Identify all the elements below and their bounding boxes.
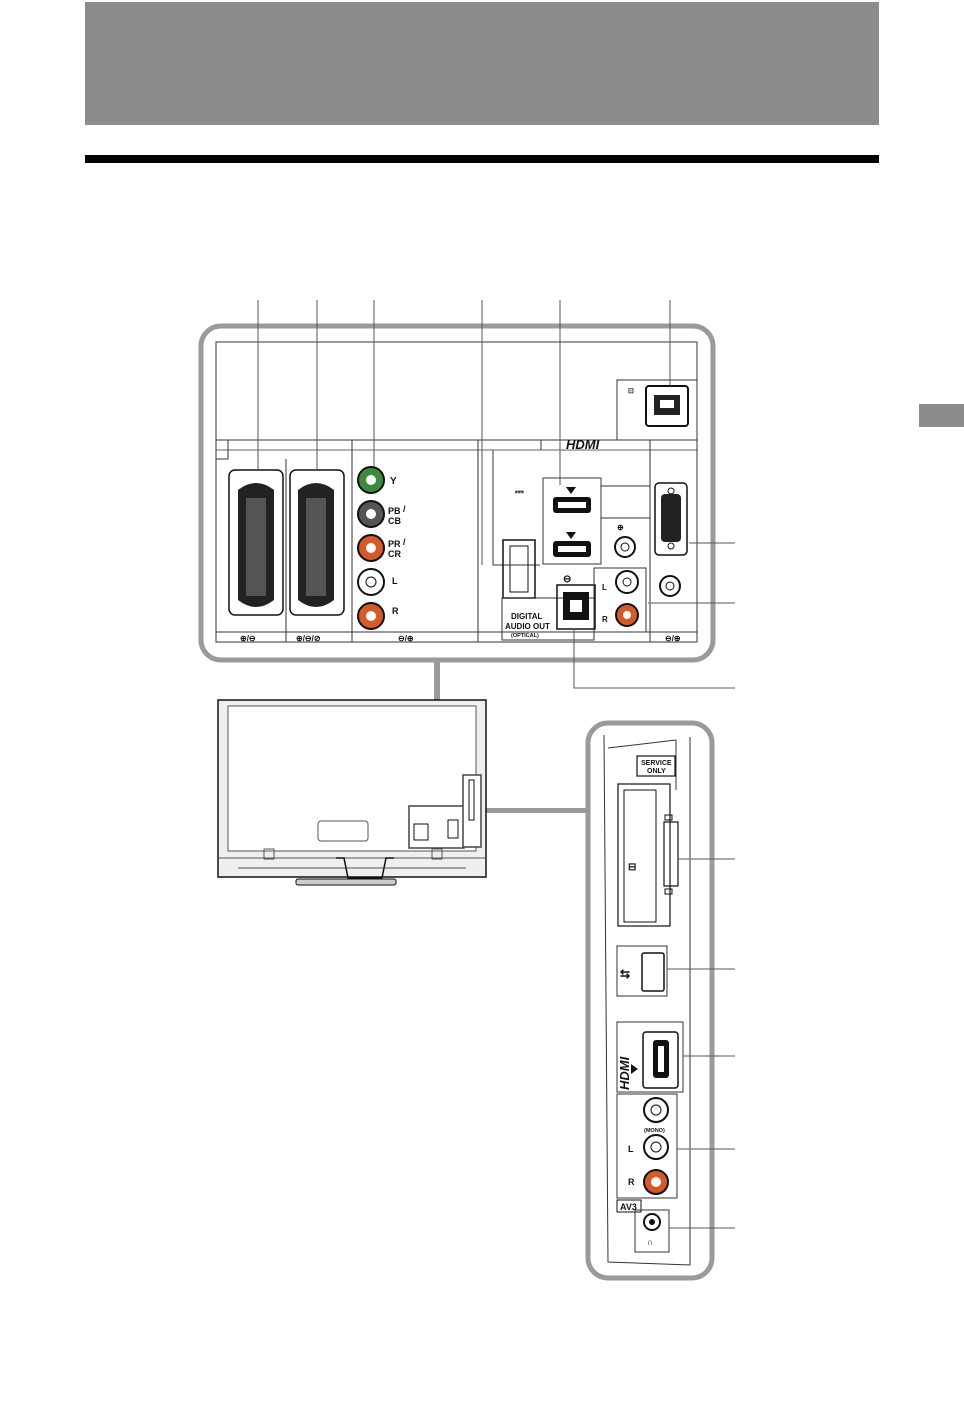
av3-label: AV3	[620, 1202, 637, 1212]
optical-label-line3: (OPTICAL)	[511, 633, 539, 639]
lan-port: ⊡	[616, 379, 698, 441]
component-pr-slash: /	[403, 537, 406, 547]
service-only-line2: ONLY	[647, 768, 666, 775]
scart-connector-1	[228, 469, 284, 616]
component-y-label: Y	[390, 476, 397, 487]
usb-icon: ⇆	[620, 967, 630, 981]
pc-vga-port	[654, 482, 688, 597]
audio-out-r-label: R	[602, 615, 608, 624]
headphone-icon: ∩	[647, 1237, 654, 1247]
optical-label-line2: AUDIO OUT	[505, 622, 550, 631]
side-panel: SERVICE ONLY ⊟ ⇆ HDMI (MONO) L R AV3	[585, 720, 715, 1281]
chapter-header-band	[85, 2, 879, 125]
component-symbol-icon: ⊖/⊕	[398, 634, 414, 643]
component-audio-l-label: L	[392, 576, 398, 586]
pc-symbol-icon: ⊖/⊕	[665, 634, 681, 643]
component-jacks	[357, 466, 385, 630]
tv-rear-illustration	[217, 699, 487, 886]
side-index-tab	[919, 404, 964, 427]
rear-hdmi-logo: HDMI	[566, 437, 600, 452]
dc-symbol: ⎓	[515, 486, 524, 498]
optical-label-line1: DIGITAL	[511, 612, 543, 621]
component-audio-r-label: R	[392, 606, 399, 616]
rear-panel: ⊡ Y PB / CB PR / CR L R	[198, 323, 716, 663]
rear-hdmi-ports	[542, 477, 602, 565]
cam-card-icon: ⊟	[628, 862, 636, 873]
service-only-line1: SERVICE	[641, 760, 672, 767]
optical-out-icon: ⊖	[563, 574, 571, 585]
scart-connector-2	[289, 469, 345, 616]
av3-r-label: R	[628, 1177, 635, 1187]
optical-port: ⊖	[501, 574, 596, 641]
scart1-symbol-icon: ⊕/⊖	[240, 634, 256, 643]
side-hdmi-logo: HDMI	[617, 1056, 632, 1090]
side-callout-lines	[667, 858, 735, 1229]
component-pb-label: PB	[388, 506, 401, 516]
scart2-symbol-icon: ⊕/⊖/⊘	[296, 634, 321, 643]
mono-label: (MONO)	[644, 1128, 665, 1134]
av3-l-label: L	[628, 1144, 634, 1154]
lan-icon: ⊡	[628, 388, 634, 395]
component-pr-label: PR	[388, 539, 401, 549]
component-cr-label: CR	[388, 549, 401, 559]
component-pb-slash: /	[403, 504, 406, 514]
audio-out-l-label: L	[602, 583, 607, 592]
hdmi-audio-in-icon: ⊕	[617, 523, 624, 532]
rear-callout-lines	[257, 300, 735, 689]
section-rule	[85, 155, 879, 163]
component-cb-label: CB	[388, 516, 401, 526]
